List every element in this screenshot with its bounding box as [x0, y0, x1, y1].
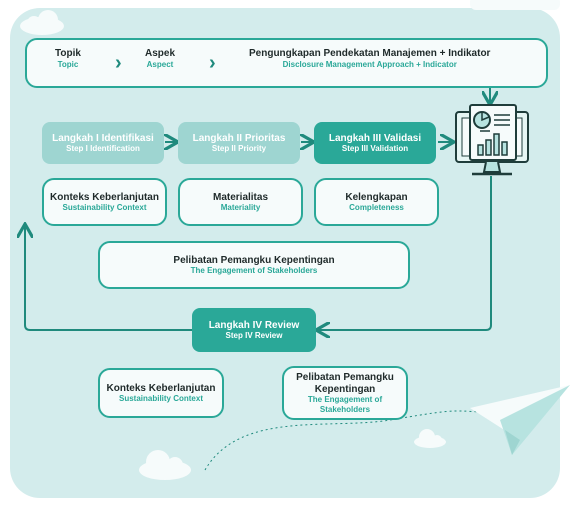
- aspect-item: Aspek Aspect: [145, 48, 175, 70]
- topic-label: Topik: [55, 48, 81, 59]
- bottom-engagement-of-stakeholders: Pelibatan Pemangku Kepentingan The Engag…: [282, 366, 408, 420]
- report-monitor-icon: [455, 104, 529, 176]
- bottom-label: Konteks Keberlanjutan: [106, 382, 216, 394]
- chevron-right-icon: ›: [209, 52, 216, 74]
- step-label-en: Step IV Review: [225, 331, 283, 341]
- dma-item: Pengungkapan Pendekatan Manajemen + Indi…: [249, 48, 490, 70]
- step-priority: Langkah II Prioritas Step II Priority: [178, 122, 300, 164]
- step-label: Langkah I Identifikasi: [52, 132, 154, 144]
- dma-label: Pengungkapan Pendekatan Manajemen + Indi…: [249, 48, 491, 59]
- topic-item: Topik Topic: [55, 48, 81, 70]
- step-label: Langkah II Prioritas: [192, 132, 286, 144]
- step-label-en: Step II Priority: [211, 144, 267, 154]
- bottom-label: Pelibatan Pemangku Kepentingan: [296, 372, 394, 395]
- principle-label: Konteks Keberlanjutan: [50, 191, 159, 203]
- bottom-label-en: Sustainability Context: [118, 394, 203, 404]
- review-to-identification-arrow: [25, 226, 192, 331]
- principle-label-en: Completeness: [349, 203, 404, 213]
- paper-plane-icon: [470, 385, 570, 455]
- step-label: Langkah IV Review: [208, 319, 300, 331]
- decor-tab: [470, 0, 560, 10]
- step-review: Langkah IV Review Step IV Review: [192, 308, 316, 352]
- topic-label-en: Topic: [57, 60, 79, 69]
- cloud-icon: [139, 450, 191, 480]
- aspect-label-en: Aspect: [146, 60, 174, 69]
- step-label-en: Step III Validation: [341, 144, 409, 154]
- bottom-label-en: The Engagement of Stakeholders: [307, 395, 383, 414]
- topic-aspect-bar: Topik Topic › Aspek Aspect › Pengungkapa…: [25, 38, 548, 88]
- engagement-of-stakeholders: Pelibatan Pemangku Kepentingan The Engag…: [98, 241, 410, 289]
- principle-sustainability-context: Konteks Keberlanjutan Sustainability Con…: [42, 178, 167, 226]
- principle-materiality: Materialitas Materiality: [178, 178, 303, 226]
- engagement-label: Pelibatan Pemangku Kepentingan: [173, 254, 335, 266]
- step-label: Langkah III Validasi: [328, 132, 422, 144]
- chevron-right-icon: ›: [115, 52, 122, 74]
- engagement-label-en: The Engagement of Stakeholders: [190, 266, 318, 276]
- principle-label: Kelengkapan: [345, 191, 408, 203]
- step-label-en: Step I Identification: [66, 144, 140, 154]
- principle-label: Materialitas: [212, 191, 269, 203]
- cloud-icon: [20, 10, 64, 35]
- principle-label-en: Materiality: [220, 203, 261, 213]
- step-identification: Langkah I Identifikasi Step I Identifica…: [42, 122, 164, 164]
- bottom-sustainability-context: Konteks Keberlanjutan Sustainability Con…: [98, 368, 224, 418]
- principle-completeness: Kelengkapan Completeness: [314, 178, 439, 226]
- dma-label-en: Disclosure Management Approach + Indicat…: [282, 60, 457, 69]
- aspect-label: Aspek: [145, 48, 176, 59]
- step-validation: Langkah III Validasi Step III Validation: [314, 122, 436, 164]
- flight-path: [204, 410, 481, 471]
- cloud-icon: [414, 429, 446, 448]
- principle-label-en: Sustainability Context: [62, 203, 147, 213]
- monitor-to-review-arrow: [318, 176, 492, 330]
